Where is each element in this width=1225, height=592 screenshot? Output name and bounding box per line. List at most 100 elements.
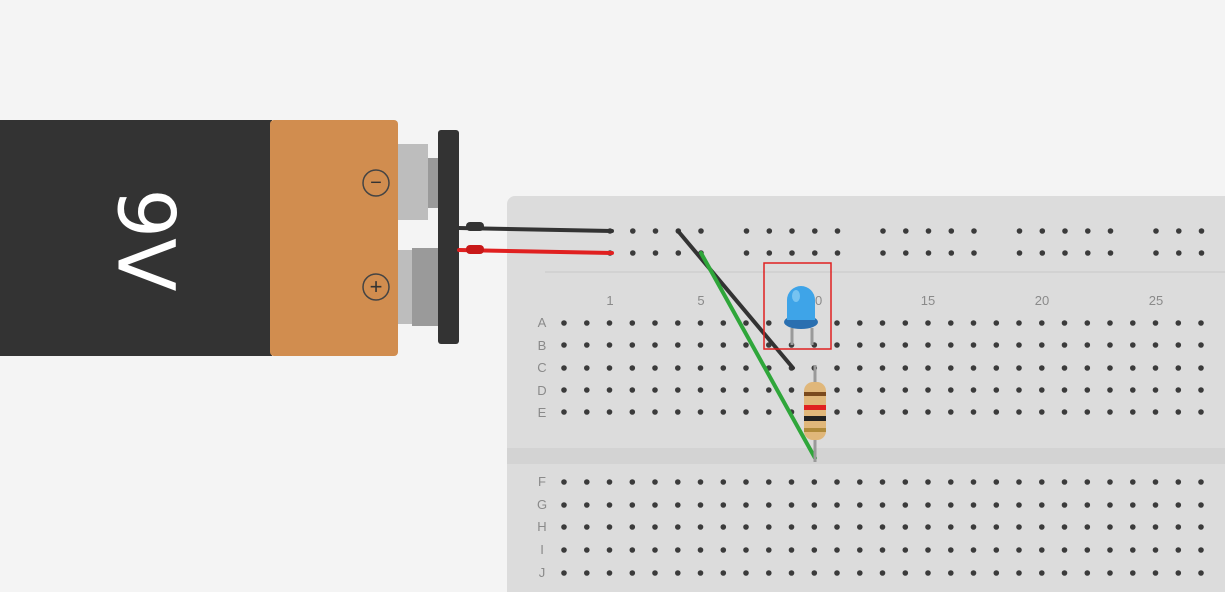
rail-hole[interactable] bbox=[1085, 250, 1091, 256]
grid-hole[interactable] bbox=[1198, 502, 1204, 508]
rail-hole[interactable] bbox=[652, 228, 659, 234]
rail-hole[interactable] bbox=[1176, 250, 1182, 256]
grid-hole[interactable] bbox=[879, 547, 886, 553]
grid-hole[interactable] bbox=[1016, 320, 1022, 326]
grid-hole[interactable] bbox=[834, 409, 840, 415]
grid-hole[interactable] bbox=[1152, 570, 1159, 576]
grid-hole[interactable] bbox=[720, 479, 727, 485]
grid-hole[interactable] bbox=[1016, 479, 1022, 485]
grid-hole[interactable] bbox=[788, 387, 795, 393]
grid-hole[interactable] bbox=[1130, 409, 1136, 415]
grid-hole[interactable] bbox=[1198, 387, 1204, 393]
grid-hole[interactable] bbox=[1039, 342, 1045, 348]
rail-hole[interactable] bbox=[880, 250, 886, 256]
grid-hole[interactable] bbox=[743, 409, 749, 415]
rail-hole[interactable] bbox=[925, 250, 932, 256]
grid-hole[interactable] bbox=[788, 502, 795, 508]
grid-hole[interactable] bbox=[993, 479, 1000, 485]
grid-hole[interactable] bbox=[1175, 524, 1182, 530]
rail-hole[interactable] bbox=[948, 250, 955, 256]
grid-hole[interactable] bbox=[1175, 320, 1182, 326]
grid-hole[interactable] bbox=[970, 409, 977, 415]
grid-hole[interactable] bbox=[925, 342, 931, 348]
grid-hole[interactable] bbox=[1061, 479, 1068, 485]
grid-hole[interactable] bbox=[970, 342, 977, 348]
grid-hole[interactable] bbox=[766, 570, 772, 576]
rail-hole[interactable] bbox=[675, 250, 682, 256]
grid-hole[interactable] bbox=[606, 387, 613, 393]
grid-hole[interactable] bbox=[902, 570, 909, 576]
rail-hole[interactable] bbox=[698, 228, 704, 234]
grid-hole[interactable] bbox=[652, 365, 658, 371]
grid-hole[interactable] bbox=[697, 365, 704, 371]
grid-hole[interactable] bbox=[1198, 342, 1204, 348]
grid-hole[interactable] bbox=[1175, 479, 1182, 485]
grid-hole[interactable] bbox=[606, 342, 613, 348]
rail-hole[interactable] bbox=[1153, 250, 1159, 256]
grid-hole[interactable] bbox=[1175, 570, 1182, 576]
grid-hole[interactable] bbox=[629, 524, 636, 530]
grid-hole[interactable] bbox=[697, 387, 704, 393]
grid-hole[interactable] bbox=[948, 524, 954, 530]
grid-hole[interactable] bbox=[743, 547, 749, 553]
grid-hole[interactable] bbox=[993, 320, 1000, 326]
grid-hole[interactable] bbox=[879, 524, 886, 530]
rail-hole[interactable] bbox=[652, 250, 659, 256]
grid-hole[interactable] bbox=[1039, 320, 1045, 326]
grid-hole[interactable] bbox=[1198, 365, 1204, 371]
grid-hole[interactable] bbox=[1130, 365, 1136, 371]
rail-hole[interactable] bbox=[789, 228, 795, 234]
grid-hole[interactable] bbox=[993, 570, 1000, 576]
grid-hole[interactable] bbox=[879, 320, 886, 326]
grid-hole[interactable] bbox=[1152, 342, 1159, 348]
grid-hole[interactable] bbox=[606, 570, 613, 576]
grid-hole[interactable] bbox=[834, 342, 840, 348]
black-jumper-wire[interactable] bbox=[676, 229, 795, 370]
grid-hole[interactable] bbox=[1016, 409, 1022, 415]
grid-hole[interactable] bbox=[652, 320, 658, 326]
grid-hole[interactable] bbox=[1084, 320, 1091, 326]
grid-hole[interactable] bbox=[1130, 547, 1136, 553]
grid-hole[interactable] bbox=[902, 547, 909, 553]
grid-hole[interactable] bbox=[720, 570, 727, 576]
rail-hole[interactable] bbox=[1153, 228, 1159, 234]
grid-hole[interactable] bbox=[1107, 387, 1113, 393]
grid-hole[interactable] bbox=[675, 547, 681, 553]
grid-hole[interactable] bbox=[766, 387, 772, 393]
grid-hole[interactable] bbox=[629, 387, 636, 393]
grid-hole[interactable] bbox=[879, 479, 886, 485]
grid-hole[interactable] bbox=[697, 479, 704, 485]
grid-hole[interactable] bbox=[743, 320, 749, 326]
grid-hole[interactable] bbox=[857, 547, 863, 553]
rail-hole[interactable] bbox=[880, 228, 886, 234]
grid-hole[interactable] bbox=[1061, 570, 1068, 576]
grid-hole[interactable] bbox=[697, 547, 704, 553]
grid-hole[interactable] bbox=[629, 342, 636, 348]
grid-hole[interactable] bbox=[1107, 320, 1113, 326]
grid-hole[interactable] bbox=[1198, 320, 1204, 326]
grid-hole[interactable] bbox=[879, 570, 886, 576]
grid-hole[interactable] bbox=[834, 365, 840, 371]
grid-hole[interactable] bbox=[925, 547, 931, 553]
grid-hole[interactable] bbox=[584, 342, 590, 348]
grid-hole[interactable] bbox=[902, 320, 909, 326]
grid-hole[interactable] bbox=[606, 524, 613, 530]
grid-hole[interactable] bbox=[629, 502, 636, 508]
grid-hole[interactable] bbox=[1084, 547, 1091, 553]
grid-hole[interactable] bbox=[970, 547, 977, 553]
grid-hole[interactable] bbox=[902, 365, 909, 371]
grid-hole[interactable] bbox=[1084, 409, 1091, 415]
grid-hole[interactable] bbox=[1061, 387, 1068, 393]
grid-hole[interactable] bbox=[743, 502, 749, 508]
grid-hole[interactable] bbox=[1061, 524, 1068, 530]
rail-hole[interactable] bbox=[743, 250, 750, 256]
grid-hole[interactable] bbox=[697, 570, 704, 576]
grid-hole[interactable] bbox=[652, 570, 658, 576]
grid-hole[interactable] bbox=[948, 502, 954, 508]
grid-hole[interactable] bbox=[993, 409, 1000, 415]
grid-hole[interactable] bbox=[720, 524, 727, 530]
grid-hole[interactable] bbox=[948, 479, 954, 485]
rail-hole[interactable] bbox=[766, 250, 773, 256]
grid-hole[interactable] bbox=[1198, 409, 1204, 415]
grid-hole[interactable] bbox=[1198, 524, 1204, 530]
